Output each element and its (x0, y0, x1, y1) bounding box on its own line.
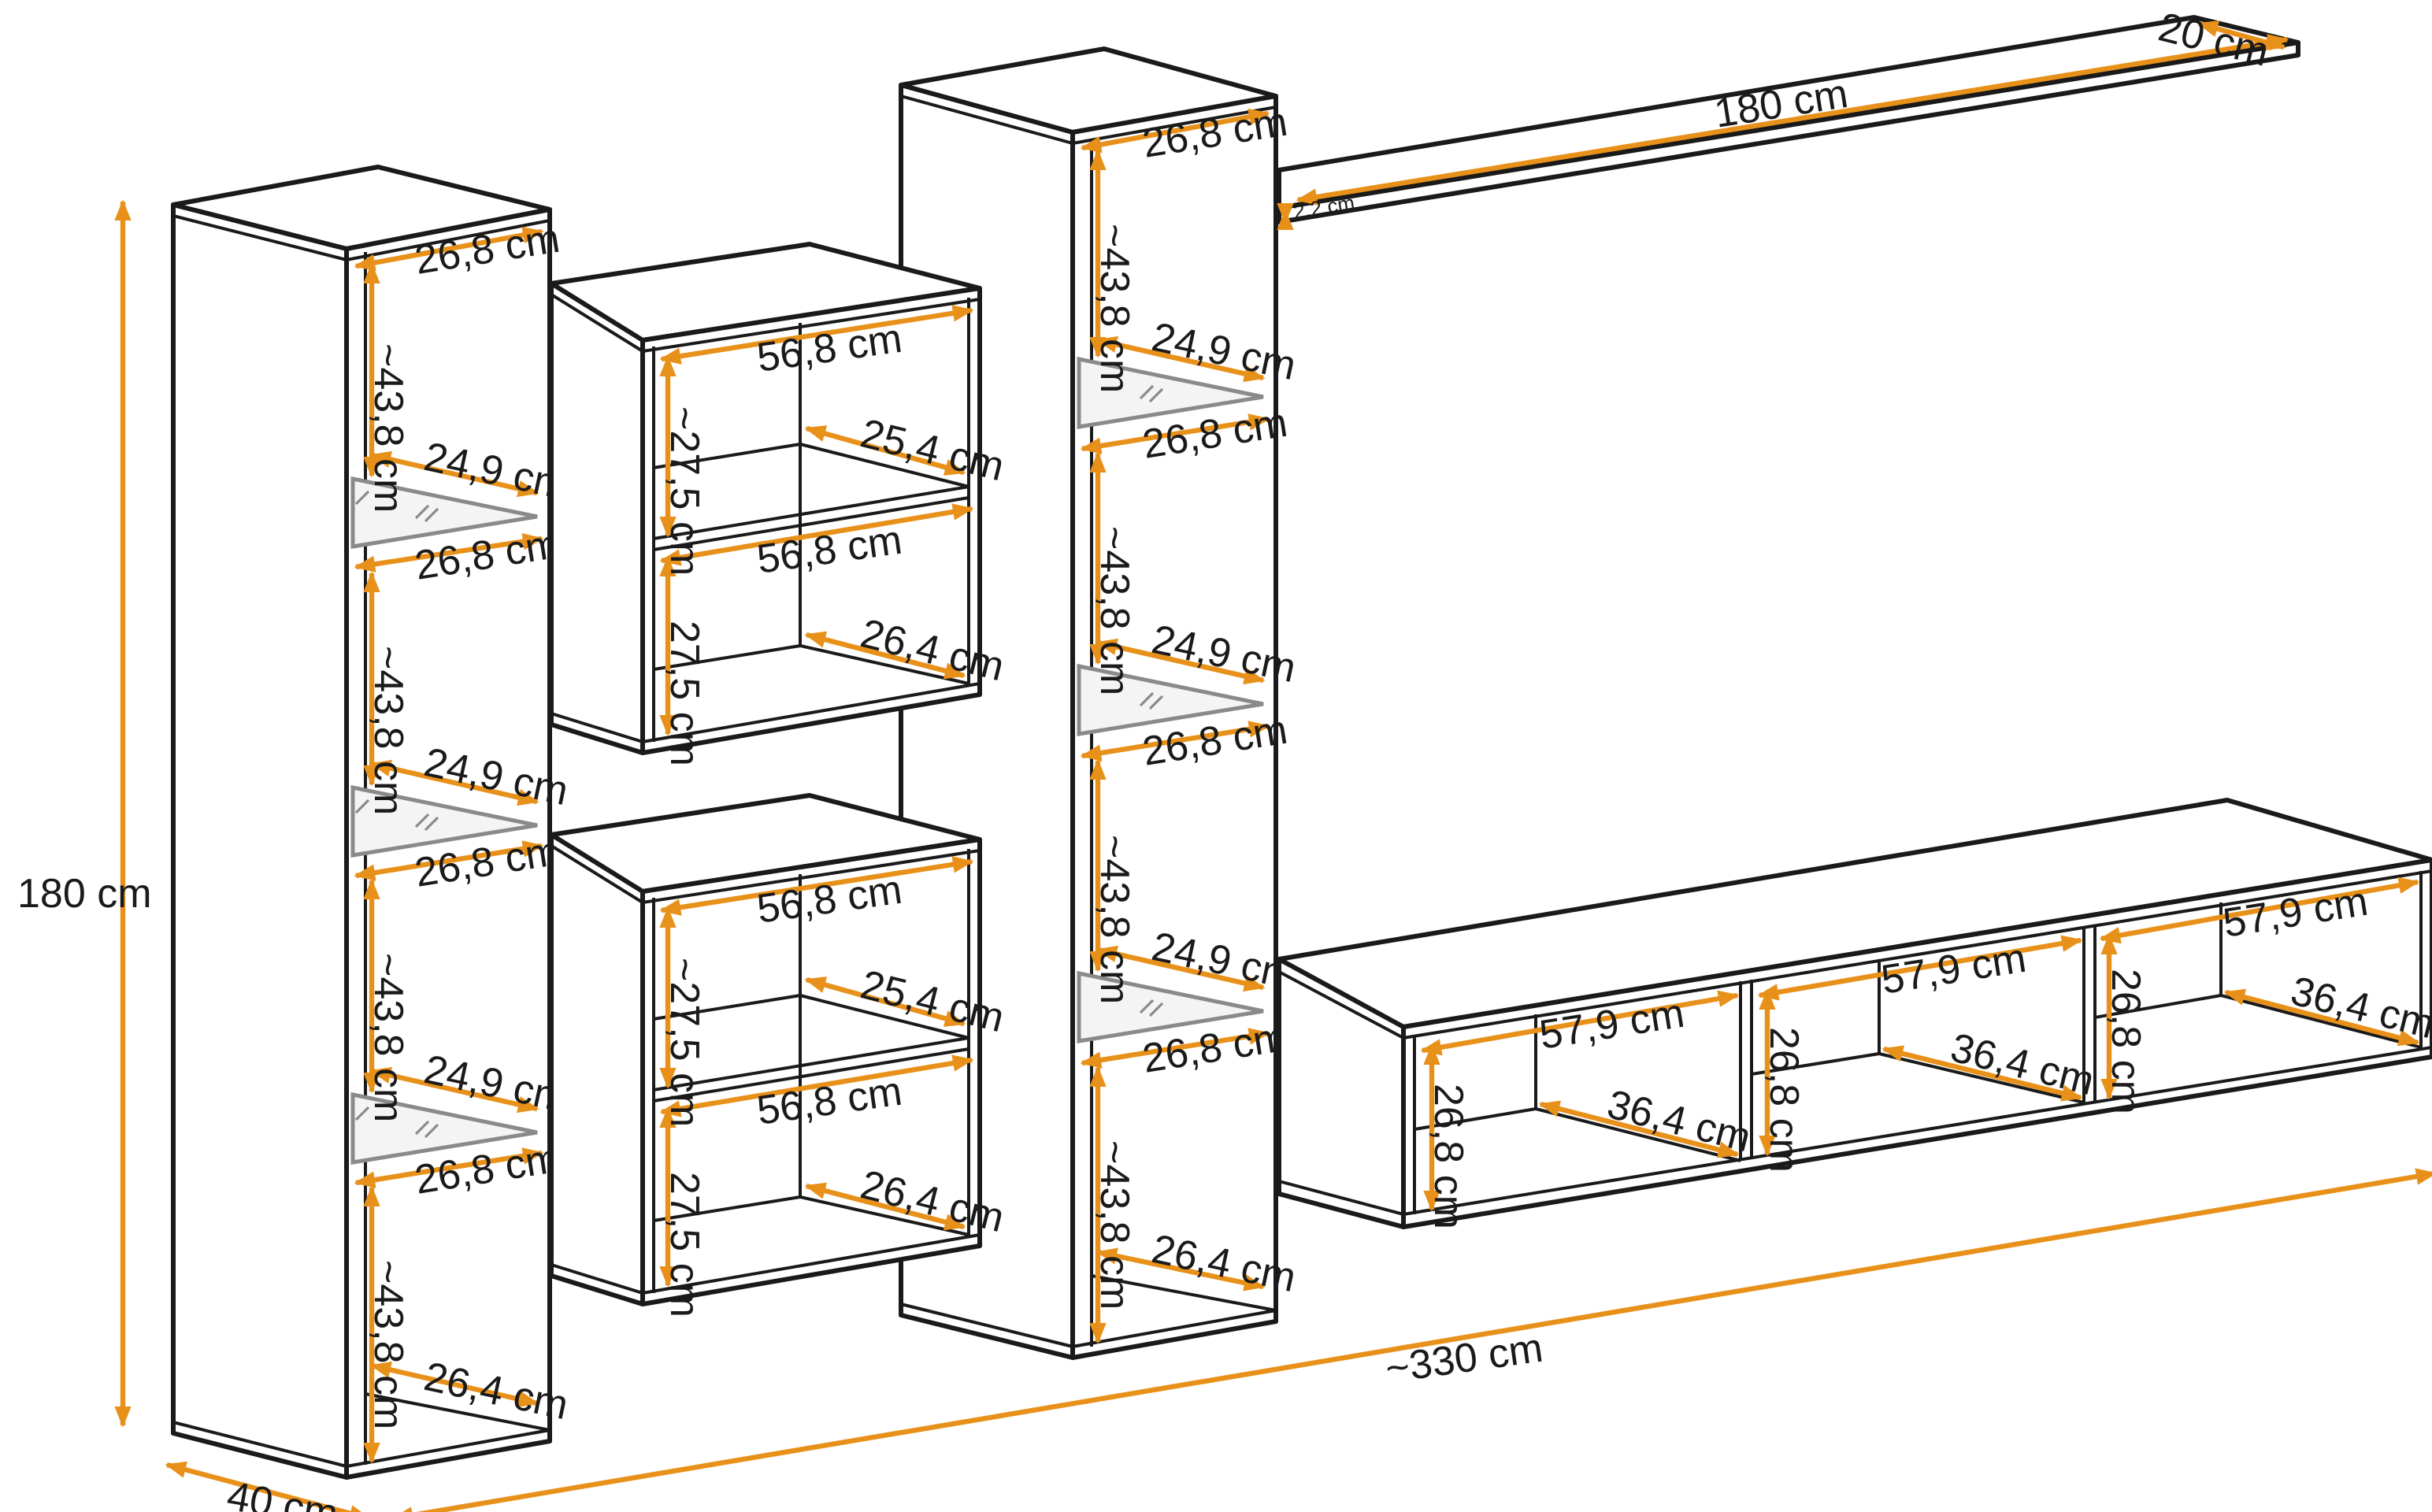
wall-shelf: 20 cm 180 cm 2,2 cm (1277, 4, 2300, 231)
left-col-height-3: ~43,8 cm (365, 953, 411, 1122)
right-col-height-2: ~43,8 cm (1092, 526, 1137, 695)
lower-wall-cube: 56,8 cm ~27,5 cm 25,4 cm 56,8 cm 27,5 cm… (549, 793, 1009, 1317)
left-tall-column: 26,8 cm ~43,8 cm 24,9 cm 26,8 cm ~43,8 c… (171, 165, 573, 1480)
right-col-height-4: ~43,8 cm (1092, 1140, 1137, 1310)
upper-cube-height-2: 27,5 cm (662, 621, 707, 766)
tv-stand-height-1: 26,8 cm (1425, 1084, 1471, 1229)
lower-cube-height-1: ~27,5 cm (662, 958, 707, 1127)
lower-cube-height-2: 27,5 cm (662, 1172, 707, 1317)
upper-cube-height-1: ~27,5 cm (662, 406, 707, 576)
left-col-height-2: ~43,8 cm (365, 646, 411, 815)
upper-wall-cube: 56,8 cm ~27,5 cm 25,4 cm 56,8 cm 27,5 cm… (549, 242, 1009, 766)
tv-stand-height-3: 26,8 cm (2103, 969, 2148, 1114)
right-col-height-3: ~43,8 cm (1092, 835, 1137, 1004)
tv-stand: 57,9 cm 26,8 cm 36,4 cm 57,9 cm 26,8 cm … (1277, 798, 2432, 1229)
overall-width-label: ~330 cm (1383, 1325, 1546, 1392)
tv-stand-height-2: 26,8 cm (1761, 1027, 1807, 1173)
left-col-height-4: ~43,8 cm (365, 1260, 411, 1429)
overall-height-label: 180 cm (17, 871, 152, 917)
overall-dimensions: 180 cm 40 cm ~330 cm (17, 199, 2432, 1512)
overall-depth-label: 40 cm (224, 1473, 342, 1512)
left-col-height-1: ~43,8 cm (365, 343, 411, 513)
right-col-height-1: ~43,8 cm (1092, 224, 1137, 393)
